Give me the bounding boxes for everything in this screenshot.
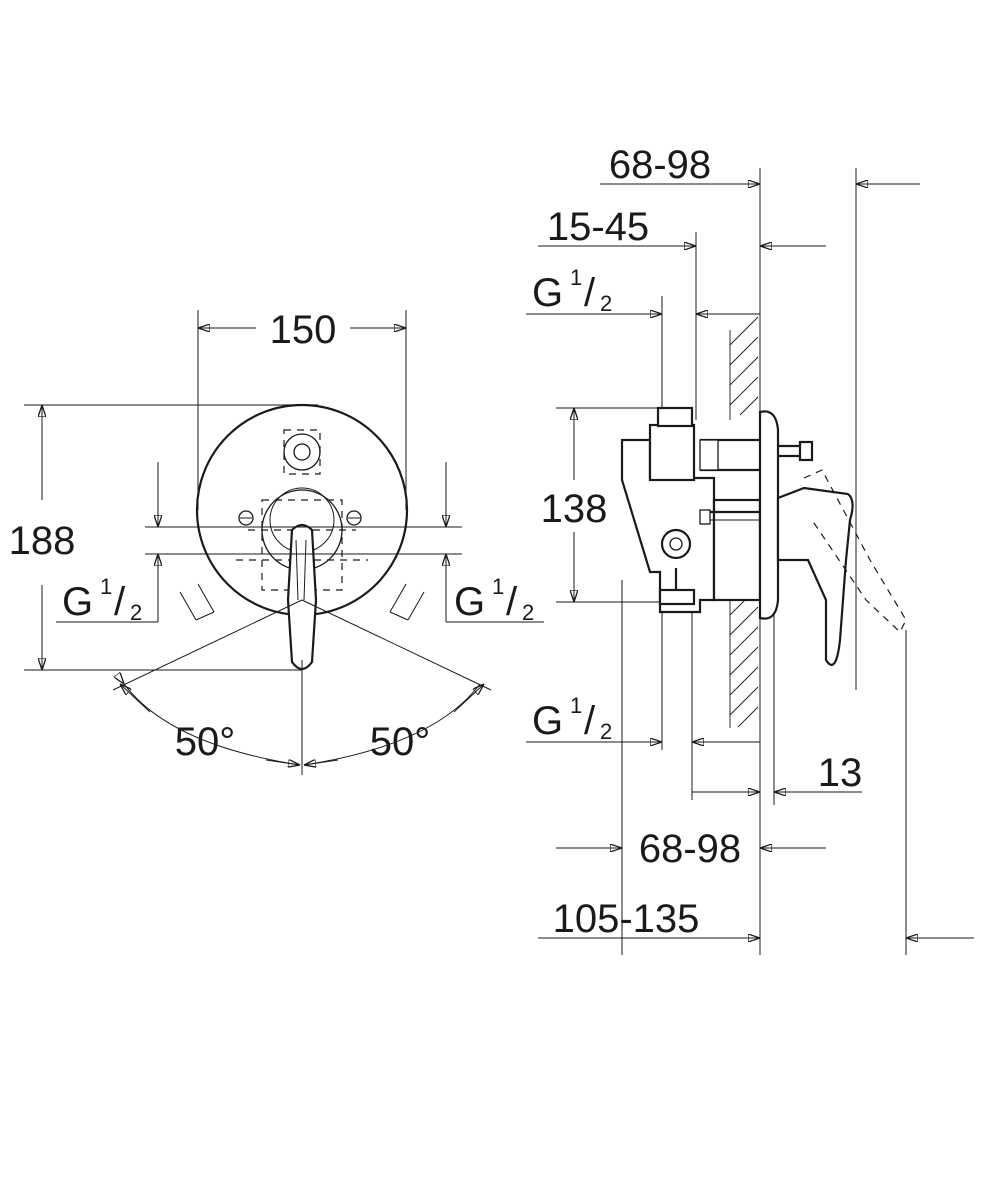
thread-top-den: 2: [600, 291, 612, 316]
thread-right-letter: G: [454, 580, 485, 624]
angle-right-label: 50°: [370, 720, 431, 764]
thread-top-num: 1: [570, 265, 582, 290]
thread-bottom-num: 1: [570, 693, 582, 718]
dim-top-15-45: 15-45: [547, 205, 649, 249]
mounting-screw-right: [346, 510, 362, 526]
thread-top-letter: G: [532, 271, 563, 315]
dim-bottom-13: 13: [818, 751, 863, 795]
thread-top-slash: /: [584, 271, 596, 315]
diverter-knob-side: [778, 440, 814, 462]
valve-body: [620, 406, 762, 614]
angle-ray-right: [301, 599, 492, 691]
thread-left-num: 1: [100, 574, 112, 599]
thread-left-slash: /: [114, 580, 126, 624]
lever-slot: [295, 539, 307, 601]
dim-bottom-68-98: 68-98: [639, 827, 741, 871]
lever-swing-dashed: [803, 469, 907, 633]
side-height-label: 138: [541, 487, 608, 531]
dim-top-68-98: 68-98: [609, 143, 711, 187]
front-view: 150 188 G 1 / 2 G 1 / 2 50° 50°: [9, 308, 544, 775]
escutcheon-side: [758, 410, 780, 620]
angle-arc-left: [124, 684, 301, 766]
side-view: 68-98 15-45 G 1 / 2 138 G 1 / 2 13 68-98: [526, 143, 974, 955]
thread-bottom-den: 2: [600, 719, 612, 744]
thread-right-slash: /: [506, 580, 518, 624]
thread-bottom-slash: /: [584, 699, 596, 743]
angle-ray-left: [112, 599, 303, 691]
thread-left-letter: G: [62, 580, 93, 624]
lever-handle: [286, 523, 318, 671]
thread-right-den: 2: [522, 600, 534, 625]
thread-left-den: 2: [130, 600, 142, 625]
thread-right-num: 1: [492, 574, 504, 599]
width-label: 150: [270, 308, 337, 352]
angle-left-label: 50°: [175, 720, 236, 764]
height-label: 188: [9, 519, 76, 563]
lever-handle-side: [776, 486, 854, 666]
thread-bottom-letter: G: [532, 699, 563, 743]
diverter-knob: [283, 429, 321, 475]
wall-hatching: [729, 316, 759, 728]
inlet-stub-right: [389, 583, 425, 621]
angle-arc-right: [303, 683, 481, 766]
inlet-stub-left: [179, 583, 215, 621]
dim-bottom-105-135: 105-135: [553, 897, 700, 941]
mounting-screw-left: [238, 510, 254, 526]
